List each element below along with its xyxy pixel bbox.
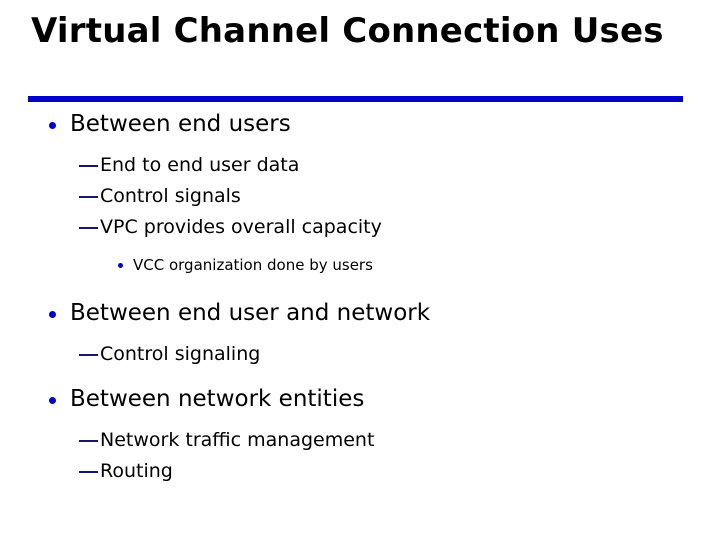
em-dash-icon [79,354,98,356]
list-item-label: Control signaling [100,343,261,365]
em-dash-icon [79,440,98,442]
list-item: VPC provides overall capacity [0,212,720,243]
list-item-label: VCC organization done by users [133,256,373,274]
em-dash-icon [79,196,98,198]
em-dash-icon [79,471,98,473]
list-item: Between end users [0,108,720,141]
list-item-label: Between network entities [70,386,365,412]
spacer [0,141,720,150]
title-divider-rule [28,96,683,102]
list-item: VCC organization done by users [0,252,720,278]
spacer [0,416,720,425]
list-item: Between network entities [0,383,720,416]
list-item: Control signals [0,181,720,212]
em-dash-icon [79,165,98,167]
list-item: Network traffic management [0,425,720,456]
spacer [0,330,720,339]
bullet-dot-icon [49,397,56,404]
list-item-label: Between end user and network [70,300,431,326]
spacer [0,278,720,297]
bullet-dot-small-icon [118,263,123,268]
list-item: Control signaling [0,339,720,370]
em-dash-icon [79,227,98,229]
list-item: End to end user data [0,150,720,181]
bullet-dot-icon [49,311,56,318]
page-title: Virtual Channel Connection Uses [31,11,664,51]
spacer [0,243,720,252]
list-item-label: VPC provides overall capacity [100,216,382,238]
list-item-label: Control signals [100,185,241,207]
list-item-label: Network traffic management [100,429,375,451]
list-item-label: End to end user data [100,154,300,176]
list-item-label: Between end users [70,111,291,137]
bullet-dot-icon [49,122,56,129]
list-item-label: Routing [100,460,173,482]
list-item: Routing [0,456,720,487]
list-item: Between end user and network [0,297,720,330]
slide-body: Between end users End to end user data C… [0,108,720,487]
spacer [0,370,720,383]
